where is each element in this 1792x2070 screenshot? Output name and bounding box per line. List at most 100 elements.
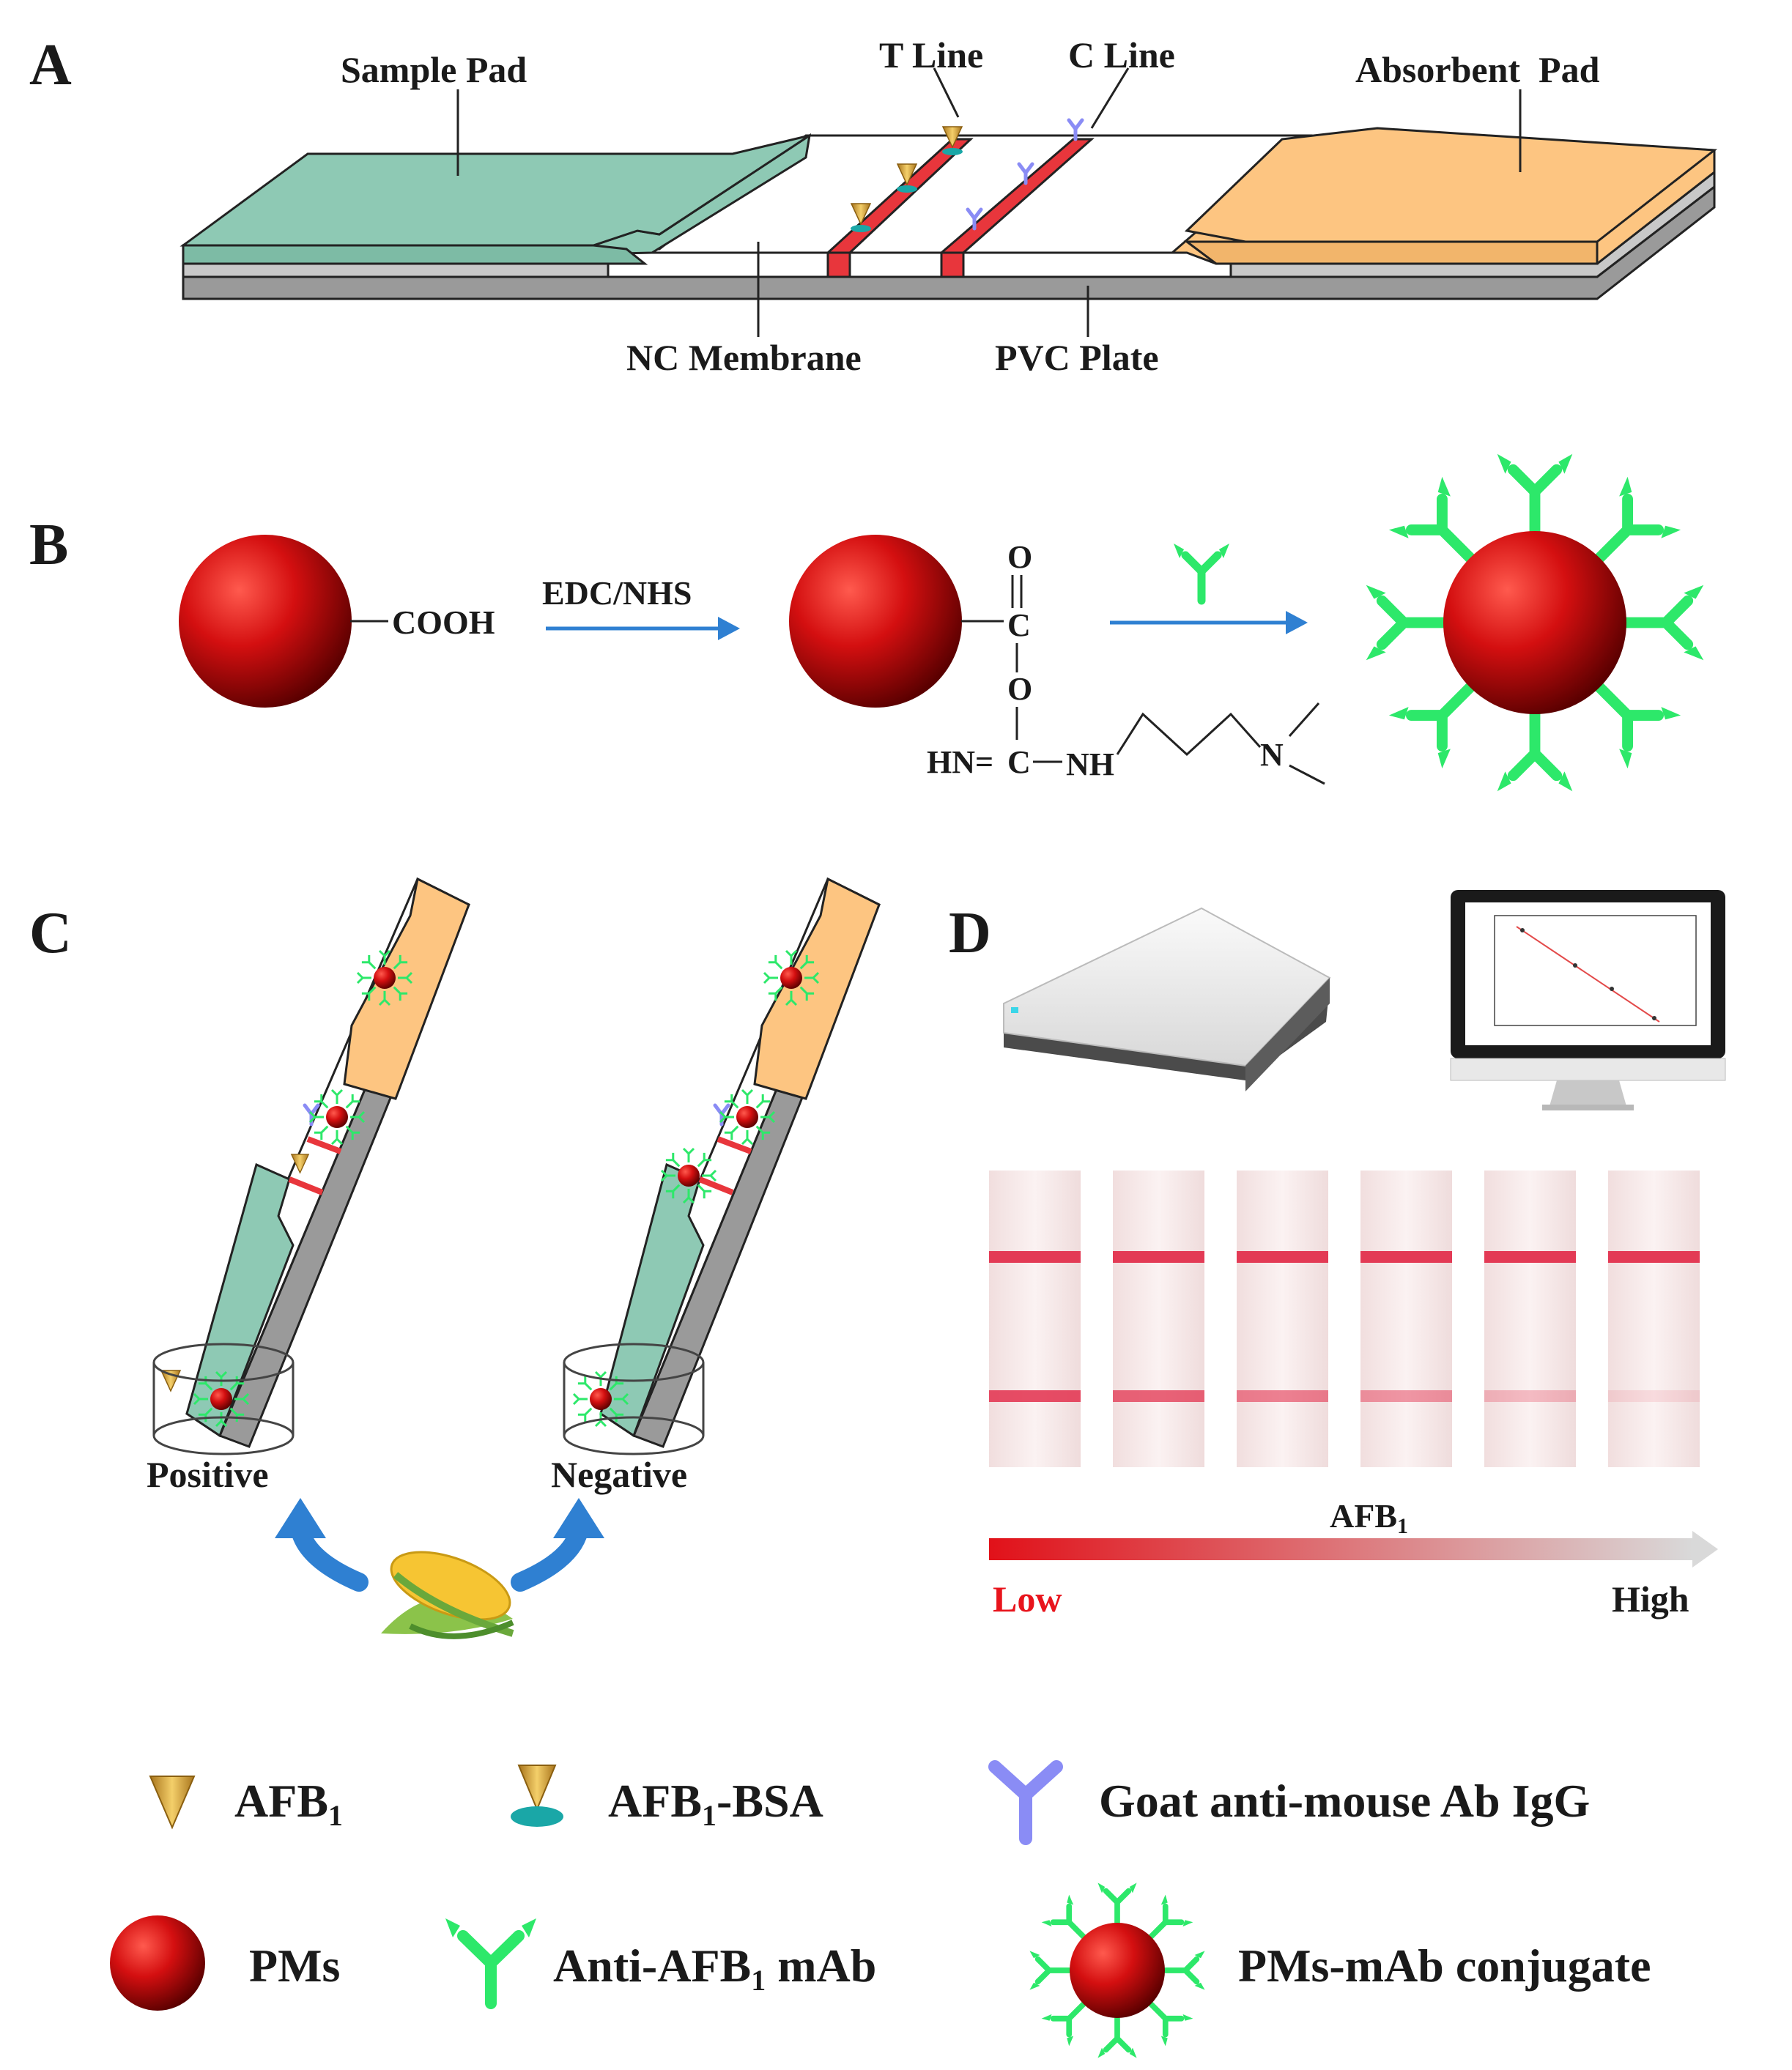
control-line xyxy=(1113,1251,1204,1263)
activated-pm-bead xyxy=(789,535,962,708)
label-sample-pad: Sample Pad xyxy=(341,49,527,90)
concentration-gradient-bar xyxy=(989,1538,1692,1560)
legend: AFB1 AFB1-BSA Goat anti-mouse Ab IgG PMs… xyxy=(110,1760,1651,2058)
atom-hn: HN= xyxy=(927,744,993,780)
absorbent-pad-front xyxy=(1183,240,1599,265)
afb1-icon xyxy=(149,1776,196,1830)
t-line-front xyxy=(826,251,851,278)
atom-n: N xyxy=(1260,737,1284,773)
label-c-line: C Line xyxy=(1068,34,1175,75)
anti-mab-icon xyxy=(445,1918,536,2009)
positive-sample-pad xyxy=(185,1162,295,1438)
scanner-device xyxy=(1003,907,1331,1091)
label-negative: Negative xyxy=(551,1454,687,1495)
concentration-arrow-head xyxy=(1692,1531,1718,1568)
svg-text:AFB1-BSA: AFB1-BSA xyxy=(608,1775,823,1832)
panel-b: B COOH EDC/NHS O C O HN= C NH N xyxy=(29,454,1703,792)
legend-pms: PMs xyxy=(110,1915,340,2011)
conjugate-icon xyxy=(1029,1882,1204,2058)
afb1-bsa-icon xyxy=(517,1765,557,1811)
antibody-reagent-icon xyxy=(1174,544,1229,601)
label-high: High xyxy=(1612,1579,1689,1620)
sample-pad-top xyxy=(179,134,810,247)
label-afb1-axis: AFB1 xyxy=(1330,1497,1408,1538)
legend-anti-mab: Anti-AFB1 mAb xyxy=(445,1918,876,2009)
arrow-head-conjugation xyxy=(1286,611,1308,634)
panel-a: A xyxy=(29,33,1718,378)
result-strip-6 xyxy=(1608,1171,1700,1467)
strip-body xyxy=(1237,1171,1328,1467)
strip-body xyxy=(1360,1171,1452,1467)
label-nc-membrane: NC Membrane xyxy=(626,337,862,378)
strip-leaders xyxy=(456,67,1522,337)
atom-o1: O xyxy=(1007,539,1032,575)
afb1-bsa-antigen xyxy=(851,126,963,232)
result-strip-1 xyxy=(989,1171,1081,1467)
cooh-label: COOH xyxy=(392,604,495,641)
pms-icon xyxy=(110,1915,205,2011)
strip-body xyxy=(1484,1171,1576,1467)
label-pms: PMs xyxy=(249,1940,340,1992)
arrow-to-positive xyxy=(291,1521,369,1592)
arrow-to-negative xyxy=(511,1521,588,1592)
legend-afb1-bsa: AFB1-BSA xyxy=(511,1765,823,1832)
computer-monitor xyxy=(1450,890,1726,1110)
panel-label-c: C xyxy=(29,901,72,965)
label-t-line: T Line xyxy=(879,34,983,75)
atom-c2: C xyxy=(1007,744,1031,780)
control-line xyxy=(1360,1251,1452,1263)
test-line xyxy=(1484,1390,1576,1402)
pm-bead xyxy=(179,535,352,708)
label-pvc-plate: PVC Plate xyxy=(995,337,1159,378)
calibration-curve-thumbnail xyxy=(1494,915,1697,1026)
legend-goat-igg: Goat anti-mouse Ab IgG xyxy=(988,1760,1590,1845)
panel-label-a: A xyxy=(29,33,72,97)
label-goat-igg: Goat anti-mouse Ab IgG xyxy=(1099,1775,1590,1827)
positive-test-strip xyxy=(152,877,470,1455)
result-strips xyxy=(989,1171,1700,1467)
nc-membrane-front xyxy=(607,251,1232,278)
strip-body xyxy=(1608,1171,1700,1467)
positive-absorbent-pad xyxy=(343,877,470,1100)
o-acylisourea-structure: O C O HN= C NH N xyxy=(927,539,1325,785)
c-line-front xyxy=(940,251,965,278)
goat-igg-icon xyxy=(988,1760,1063,1845)
panel-label-b: B xyxy=(29,513,68,577)
sample-pad-front xyxy=(182,244,648,265)
arrow-head-activation xyxy=(718,617,740,640)
test-line xyxy=(1237,1390,1328,1402)
test-line xyxy=(989,1390,1081,1402)
strip-body xyxy=(989,1171,1081,1467)
negative-absorbent-pad xyxy=(753,877,881,1100)
negative-test-strip xyxy=(563,877,881,1455)
test-strip-diagram xyxy=(179,120,1718,300)
control-line xyxy=(989,1251,1081,1263)
label-low: Low xyxy=(993,1579,1062,1620)
test-line xyxy=(1113,1390,1204,1402)
edc-nhs-label: EDC/NHS xyxy=(542,574,692,612)
svg-text:Anti-AFB1 mAb: Anti-AFB1 mAb xyxy=(553,1940,876,1997)
result-strip-5 xyxy=(1484,1171,1576,1467)
atom-o2: O xyxy=(1007,671,1032,707)
legend-afb1: AFB1 xyxy=(149,1775,343,1832)
legend-conjugate: PMs-mAb conjugate xyxy=(1029,1882,1651,2058)
strip-body xyxy=(1113,1171,1204,1467)
test-line xyxy=(1608,1390,1700,1402)
test-line xyxy=(1360,1390,1452,1402)
result-strip-3 xyxy=(1237,1171,1328,1467)
svg-text:AFB1: AFB1 xyxy=(234,1775,343,1832)
control-line xyxy=(1608,1251,1700,1263)
pms-mab-conjugate-large xyxy=(1366,454,1704,792)
atom-nh: NH xyxy=(1066,746,1114,782)
corn-sample xyxy=(381,1551,514,1639)
label-conjugate: PMs-mAb conjugate xyxy=(1238,1940,1651,1992)
result-strip-4 xyxy=(1360,1171,1452,1467)
panel-d: D AFB1 xyxy=(949,890,1726,1620)
panel-label-d: D xyxy=(949,901,991,965)
negative-sample-pad xyxy=(599,1162,705,1438)
panel-c: C Positive xyxy=(29,877,881,1639)
control-line xyxy=(1237,1251,1328,1263)
label-absorbent-pad: Absorbent Pad xyxy=(1355,49,1600,90)
result-strip-2 xyxy=(1113,1171,1204,1467)
